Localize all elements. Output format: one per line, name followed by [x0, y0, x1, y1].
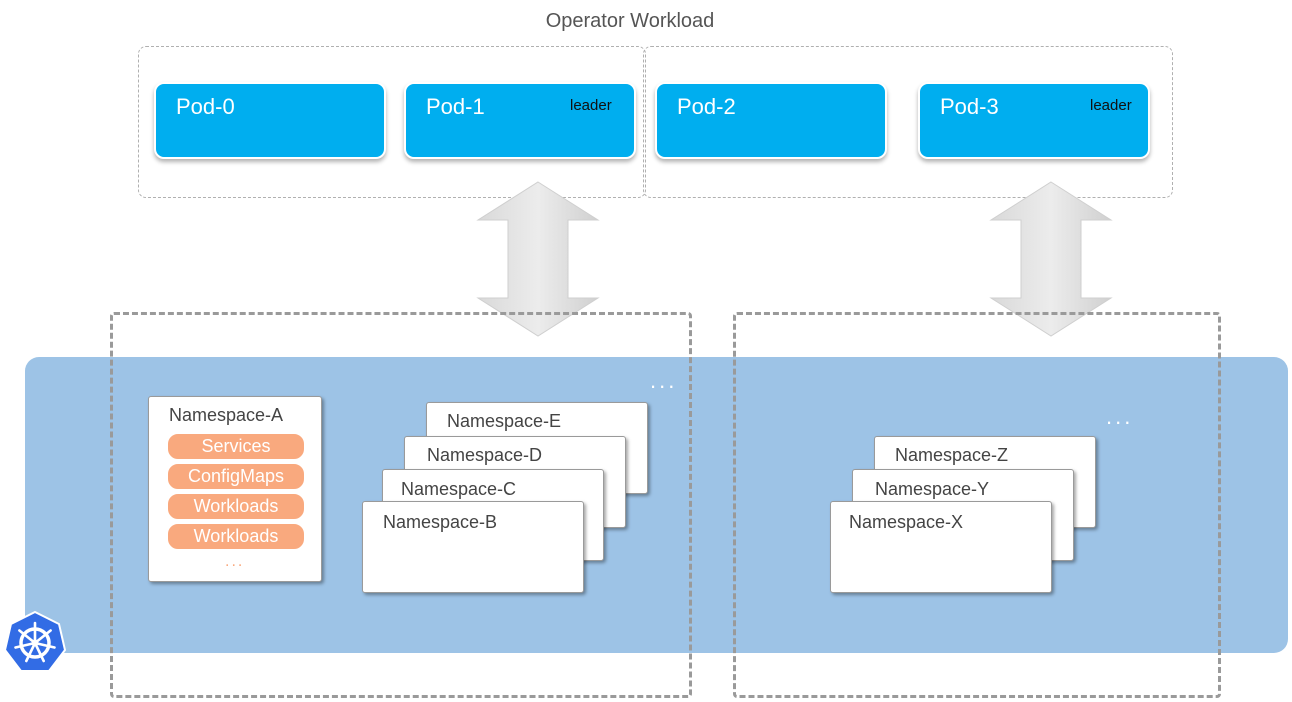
pod-label: Pod-3	[940, 94, 999, 119]
namespace-label: Namespace-C	[401, 479, 517, 499]
diagram-title: Operator Workload	[545, 10, 715, 32]
namespace-a-card: Namespace-A Services ConfigMaps Workload…	[148, 396, 322, 582]
pod-label: Pod-2	[677, 94, 736, 119]
namespace-label: Namespace-D	[427, 445, 543, 465]
namespace-label: Namespace-Z	[895, 445, 1009, 465]
namespace-x-card: Namespace-X	[830, 501, 1052, 593]
namespace-label: Namespace-A	[169, 405, 284, 425]
pod-0: Pod-0	[154, 82, 386, 159]
pod-1: Pod-1 leader	[404, 82, 636, 159]
leader-label: leader	[570, 97, 612, 114]
operator-scope-1	[110, 312, 692, 698]
resource-workloads: Workloads	[167, 523, 305, 550]
namespace-label: Namespace-Y	[875, 479, 990, 499]
resource-more: ...	[225, 553, 245, 570]
resource-configmaps: ConfigMaps	[167, 463, 305, 490]
namespace-label: Namespace-B	[383, 512, 498, 532]
namespace-b-card: Namespace-B	[362, 501, 584, 593]
operator-group-1	[138, 46, 646, 198]
pod-2: Pod-2	[655, 82, 887, 159]
kubernetes-logo-icon	[3, 610, 67, 672]
resource-workloads: Workloads	[167, 493, 305, 520]
double-arrow-icon	[476, 181, 600, 337]
operator-scope-2	[733, 312, 1221, 698]
pod-3: Pod-3 leader	[918, 82, 1150, 159]
leader-label: leader	[1090, 97, 1132, 114]
pod-label: Pod-1	[426, 94, 485, 119]
double-arrow-icon	[989, 181, 1113, 337]
operator-group-2	[643, 46, 1173, 198]
namespace-label: Namespace-E	[447, 411, 562, 431]
more-ellipsis: ...	[1106, 404, 1134, 429]
namespace-label: Namespace-X	[849, 512, 964, 532]
more-ellipsis: ...	[650, 368, 678, 393]
resource-services: Services	[167, 433, 305, 460]
pod-label: Pod-0	[176, 94, 235, 119]
